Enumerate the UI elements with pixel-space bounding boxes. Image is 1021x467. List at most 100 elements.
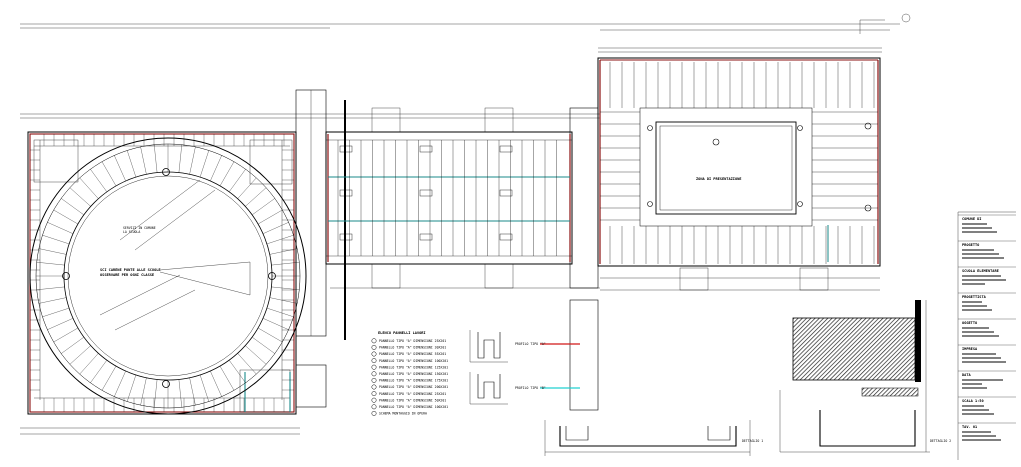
circle-seam <box>189 377 196 406</box>
panel-tag <box>499 189 513 197</box>
circle-seam <box>38 248 67 255</box>
circle-seam <box>47 318 74 330</box>
right-wing-plan <box>597 57 881 267</box>
title-block-field: TAV. 01 <box>962 425 977 429</box>
circle-seam <box>237 353 257 375</box>
circle-seam <box>61 336 84 354</box>
title-block-field: PROGETTO <box>962 243 979 247</box>
circle-seam <box>258 209 283 225</box>
circle-seam <box>154 379 158 408</box>
title-block-field: SCALA 1:50 <box>962 399 984 403</box>
circle-label-top: SERVIZI IN COMUNE <box>123 226 156 230</box>
circle-seam <box>266 235 294 245</box>
circle-seam <box>140 146 147 175</box>
legend-item: PANNELLO TIPO "A" DIMENSIONI 30X201 <box>379 346 446 350</box>
circle-seam <box>199 150 209 178</box>
circle-seam <box>210 155 222 182</box>
legend-bullet <box>371 364 377 370</box>
section-label-bottom: DETTAGLIO 1 <box>742 439 763 443</box>
legend-bullet <box>371 344 377 350</box>
profile-details: PROFILO TIPO "A" PROFILO TIPO "B" <box>469 330 580 405</box>
panel-tag <box>419 233 433 241</box>
legend-bullet <box>371 351 377 357</box>
circle-seam <box>258 327 283 343</box>
circle-label-left-2: OSSERVARE PER OGNI CLASSE <box>100 273 154 277</box>
circle-seam <box>127 150 137 178</box>
legend-bullet <box>371 338 377 344</box>
circle-seam <box>178 379 182 408</box>
legend-item: PANNELLO TIPO "A" DIMENSIONI 175X201 <box>379 379 448 383</box>
circle-seam <box>53 209 78 225</box>
profile-cyan-label: PROFILO TIPO "B" <box>515 386 546 390</box>
legend-bullet <box>371 404 377 410</box>
circle-seam <box>53 327 78 343</box>
circle-seam <box>47 222 74 234</box>
panel-tag <box>339 233 353 241</box>
circle-seam <box>69 345 91 365</box>
circle-seam <box>69 187 91 207</box>
circle-seam <box>114 370 126 397</box>
legend-item: PANNELLO TIPO "A" DIMENSIONI 200X201 <box>379 385 448 389</box>
circle-seam <box>245 345 267 365</box>
legend-bullet <box>371 371 377 377</box>
title-block-field: IMPRESA <box>962 347 978 351</box>
circle-seam <box>90 169 108 192</box>
circle-seam <box>262 318 289 330</box>
legend-bullet <box>371 358 377 364</box>
panel-tag <box>499 145 513 153</box>
circle-seam <box>219 366 235 391</box>
circle-seam <box>210 370 222 397</box>
title-block-field: PROGETTISTA <box>962 295 987 299</box>
legend-bullet <box>371 377 377 383</box>
legend-bullet <box>371 410 377 416</box>
panel-tag <box>419 189 433 197</box>
left-wing-panel-ticks <box>30 134 294 412</box>
circle-seam <box>101 161 117 186</box>
legend-item: PANNELLO TIPO "A" DIMENSIONI 150X201 <box>379 372 448 376</box>
legend-item: SCHEMA MONTAGGIO IN OPERA <box>379 412 427 416</box>
circle-seam <box>61 198 84 216</box>
legend-bullet <box>371 384 377 390</box>
right-wing-panels <box>600 62 878 264</box>
middle-wing-plan <box>325 131 573 265</box>
section-detail-bottom: DETTAGLIO 1 <box>544 420 763 456</box>
panel-tag <box>499 233 513 241</box>
circle-seam <box>269 248 298 255</box>
circle-label-left: SCI CARENE PONTE ALLE SCUOLE <box>100 268 161 272</box>
title-block-field: COMUNE DI <box>962 217 981 221</box>
circle-seam <box>237 177 257 199</box>
title-block-field: DATA <box>962 373 971 377</box>
circle-seam <box>36 262 65 266</box>
middle-wing-panels <box>337 140 557 256</box>
panel-tag <box>339 145 353 153</box>
circle-seam <box>42 235 70 245</box>
legend-item: PANNELLO TIPO "A" DIMENSIONI 100X201 <box>379 405 448 409</box>
circle-seam <box>101 366 117 391</box>
section-label-right: DETTAGLIO 2 <box>930 439 951 443</box>
left-wing-plan <box>27 131 307 415</box>
circle-seam <box>127 374 137 402</box>
circle-seam <box>90 360 108 383</box>
circle-seam <box>178 144 182 173</box>
circle-seam <box>228 360 246 383</box>
circle-seam <box>36 286 65 290</box>
profile-red-label: PROFILO TIPO "A" <box>515 342 546 346</box>
legend-item: PANNELLO TIPO "A" DIMENSIONI 55X201 <box>379 352 446 356</box>
circle-seam <box>140 377 147 406</box>
circle-seam <box>79 177 99 199</box>
legend-item: PANNELLO TIPO "A" DIMENSIONI 100X201 <box>379 359 448 363</box>
circle-seam <box>228 169 246 192</box>
circle-seam <box>245 187 267 207</box>
legend-item: PANNELLO TIPO "A" DIMENSIONI 125X201 <box>379 365 448 369</box>
circle-seam <box>114 155 126 182</box>
circle-seam <box>79 353 99 375</box>
circle-seam <box>271 262 300 266</box>
room-label: ZONA DI PRESENTAZIONE <box>696 177 741 181</box>
circle-seam <box>189 146 196 175</box>
vertical-connectors <box>295 89 829 411</box>
circle-seam <box>269 297 298 304</box>
circle-label-top-2: LA SCUOLA <box>123 230 140 234</box>
legend-bullet <box>371 397 377 403</box>
